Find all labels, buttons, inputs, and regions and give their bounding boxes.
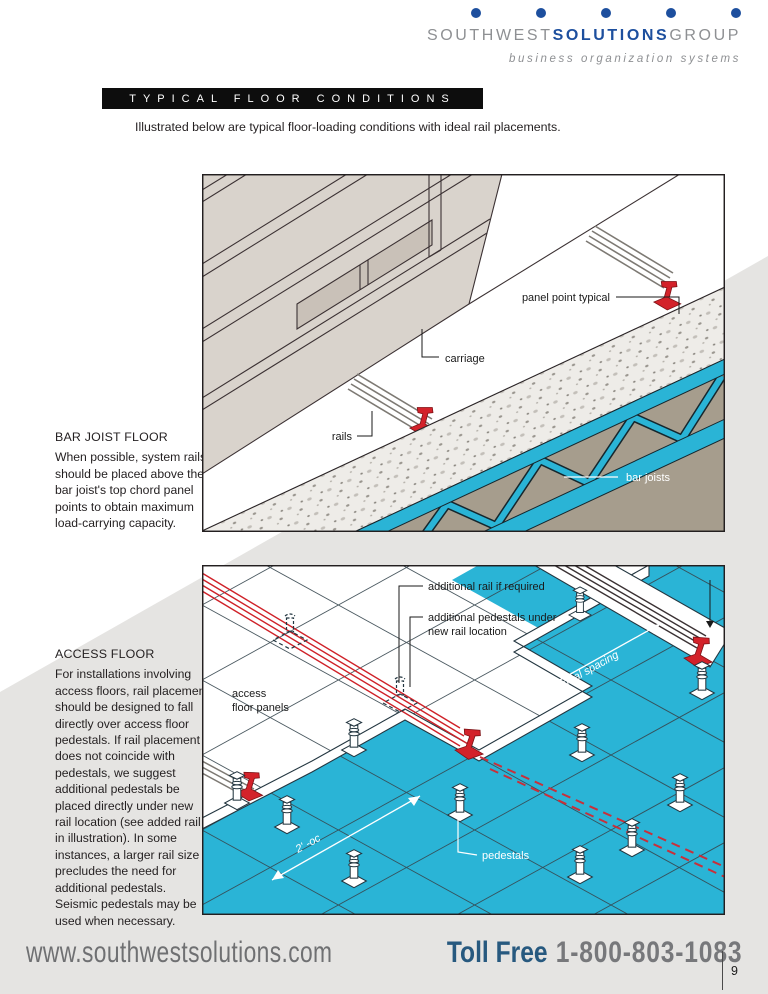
bar-joist-truss [353, 358, 725, 532]
brand-left: SOUTHWEST [426, 27, 553, 44]
logo-dot-icon [536, 8, 546, 18]
bar-joist-text-block: BAR JOIST FLOOR When possible, system ra… [55, 429, 211, 531]
label-bar-joists: bar joists [626, 472, 671, 484]
carriage-shelving-unit [202, 174, 681, 475]
rails-lines-right [585, 225, 674, 289]
logo-dots [471, 8, 741, 18]
leader-rails [357, 411, 373, 437]
logo-dot-icon [471, 8, 481, 18]
brand-right: GROUP [669, 27, 741, 44]
logo-dot-icon [666, 8, 676, 18]
arrowhead-icon [706, 621, 714, 628]
bar-joist-body: When possible, system rails should be pl… [55, 450, 207, 531]
bar-joist-heading: BAR JOIST FLOOR [55, 430, 168, 444]
label-additional-pedestals-2: new rail location [428, 626, 507, 638]
toll-free-label: Toll Free [446, 936, 548, 969]
label-additional-pedestals-1: additional pedestals under [428, 612, 557, 624]
leader-carriage [421, 329, 439, 358]
leader-panel-point [616, 296, 680, 314]
company-tagline: business organization systems [508, 53, 741, 65]
label-rails: rails [332, 431, 353, 443]
footer-website: www.southwestsolutions.com [26, 936, 333, 969]
brand-mid: SOLUTIONS [552, 27, 670, 44]
label-pedestals: pedestals [482, 850, 530, 862]
diagram-frame [202, 174, 725, 532]
leader-additional-pedestals [409, 616, 423, 687]
dimension-arrows [271, 623, 661, 881]
bar-joist-diagram: panel point typical carriage rails bar j… [202, 174, 725, 532]
logo-dot-icon [731, 8, 741, 18]
phone-number: 1-800-803-1083 [555, 936, 742, 969]
access-floor-diagram: additional rail if required additional p… [202, 565, 725, 915]
label-panel-point: panel point typical [522, 292, 610, 304]
diagram-frame [202, 565, 725, 915]
page-number-divider [722, 951, 724, 990]
intro-text: Illustrated below are typical floor-load… [135, 120, 561, 134]
additional-rails [202, 572, 469, 747]
page-number: 9 [731, 964, 738, 978]
raised-floor-edge [202, 565, 650, 830]
label-additional-rail: additional rail if required [428, 581, 545, 593]
logo-dot-icon [601, 8, 611, 18]
company-logo: SOUTHWESTSOLUTIONSGROUP [427, 27, 741, 45]
label-access-floor-1: access [232, 688, 267, 700]
concrete-slab [202, 286, 725, 532]
rail-location-dashed-lines [479, 756, 725, 878]
access-floor-field [202, 565, 649, 818]
section-title-banner: TYPICAL FLOOR CONDITIONS [102, 88, 483, 109]
access-floor-text-block: ACCESS FLOOR For installations involving… [55, 646, 211, 929]
label-carriage: carriage [445, 353, 485, 365]
leader-pedestals [457, 819, 478, 856]
leader-additional-rail [398, 585, 423, 683]
access-floor-body: For installations involving access floor… [55, 667, 209, 928]
access-floor-heading: ACCESS FLOOR [55, 647, 155, 661]
label-access-floor-2: floor panels [232, 702, 289, 714]
